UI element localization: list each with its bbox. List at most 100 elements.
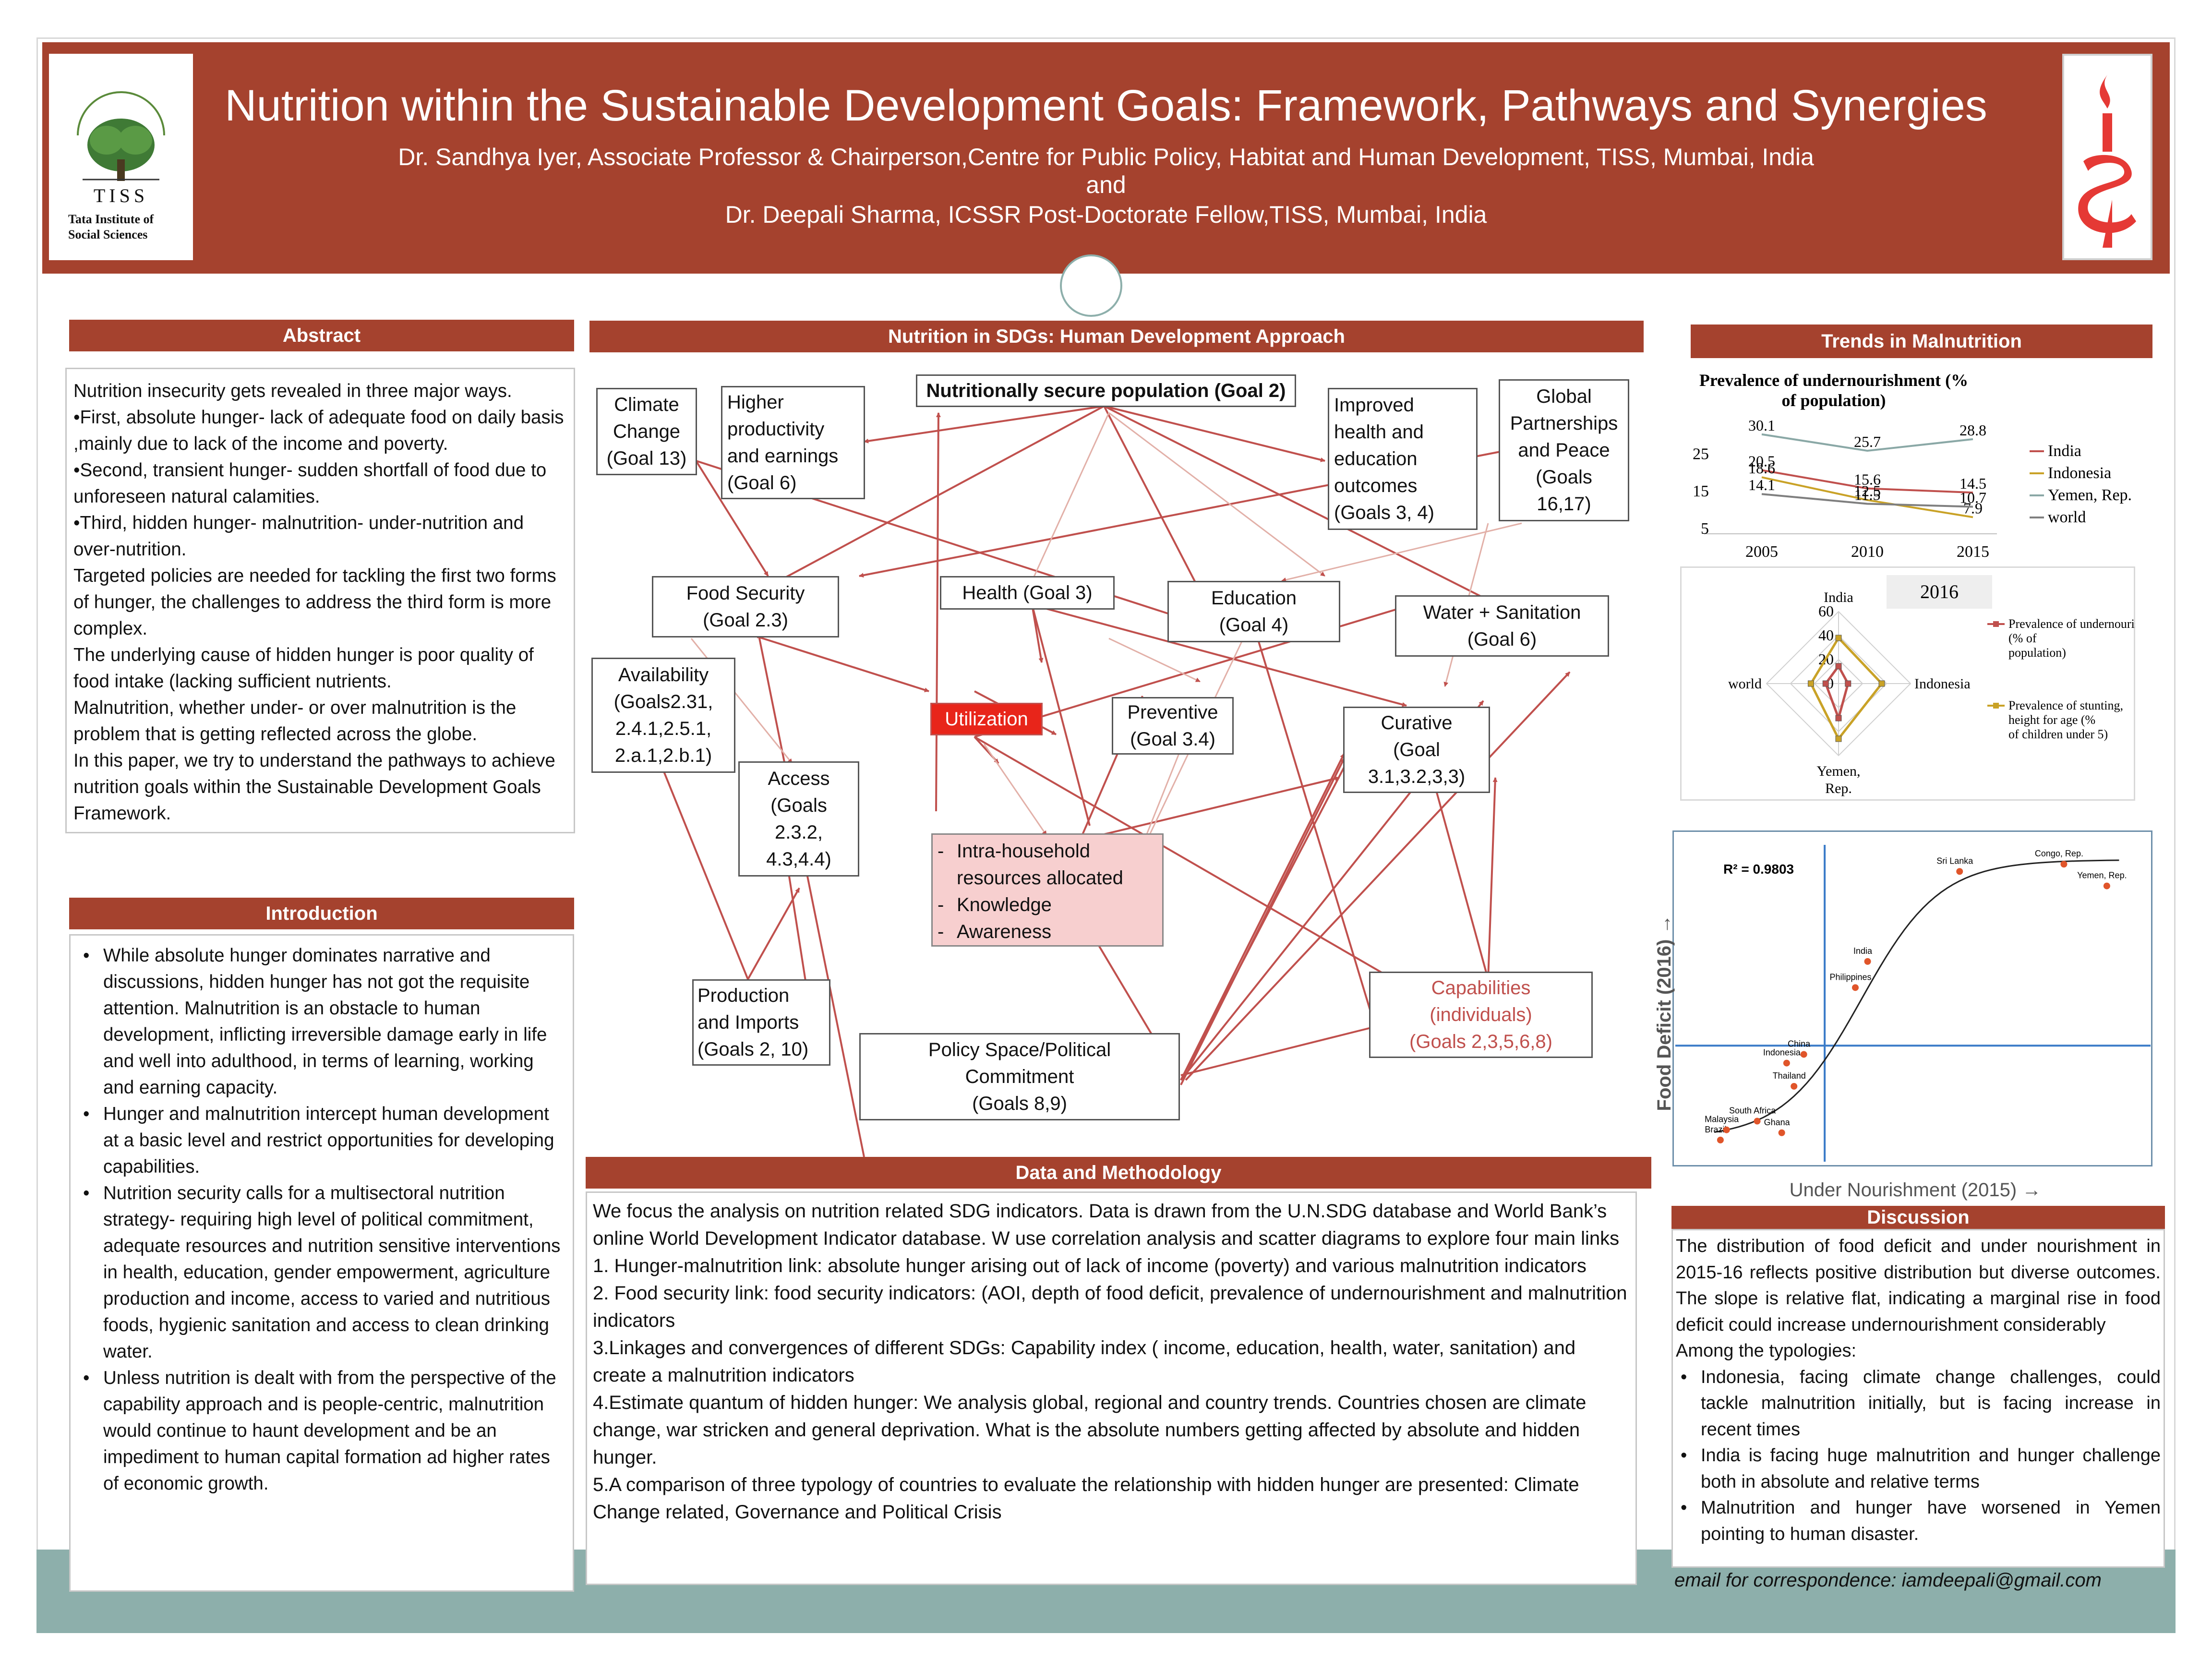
methodology-line: 3.Linkages and convergences of different… xyxy=(593,1337,1576,1386)
scatter-point xyxy=(2060,861,2068,868)
node-education: Education (Goal 4) xyxy=(1167,581,1340,642)
radar-point xyxy=(1835,715,1842,721)
scatter-point xyxy=(1791,1082,1798,1090)
node-curative: Curative (Goal 3.1,3.2,3,3) xyxy=(1343,707,1490,793)
point-label: Indonesia xyxy=(1763,1048,1801,1058)
decorative-circle xyxy=(1060,254,1122,317)
correspondence-email[interactable]: email for correspondence: iamdeepali@gma… xyxy=(1674,1570,2102,1591)
tiss-logo: TISS Tata Institute of Social Sciences xyxy=(49,54,193,260)
radar-point xyxy=(1845,680,1851,687)
x-axis-label: Under Nourishment (2015) → xyxy=(1790,1179,2042,1201)
point-label: Yemen, Rep. xyxy=(2077,871,2127,880)
chart-title: of population) xyxy=(1781,391,1886,410)
radar-chart: 20160204060IndiaIndonesiaYemen,Rep.world… xyxy=(1728,575,2135,796)
introduction-bullet: While absolute hunger dominates narrativ… xyxy=(78,942,565,1101)
node-preventive: Preventive (Goal 3.4) xyxy=(1112,697,1234,755)
node-climate-change: Climate Change (Goal 13) xyxy=(596,388,697,475)
trend-line xyxy=(1714,859,2119,1133)
node-production-imports: Production and Imports (Goals 2, 10) xyxy=(692,979,830,1066)
radar-title: 2016 xyxy=(1920,581,1959,602)
legend-label: of children under 5) xyxy=(2008,727,2108,741)
point-label: South Africa xyxy=(1729,1106,1776,1116)
tiss-tree-icon xyxy=(77,91,165,181)
scatter-point xyxy=(2103,882,2110,890)
scatter-point xyxy=(1778,1129,1785,1136)
scatter-point xyxy=(1864,958,1871,965)
series-line xyxy=(1761,493,1973,508)
author-1: Dr. Sandhya Iyer, Associate Professor & … xyxy=(398,144,1814,170)
discussion-heading: Discussion xyxy=(1671,1206,2165,1229)
data-label: 30.1 xyxy=(1748,417,1775,434)
legend-label: population) xyxy=(2008,646,2066,660)
legend-label: Prevalence of undernourishment xyxy=(2008,617,2135,631)
data-label: 12.5 xyxy=(1854,482,1881,500)
trends-heading: Trends in Malnutrition xyxy=(1691,325,2152,358)
y-tick-label: 25 xyxy=(1693,445,1709,463)
legend-label: Indonesia xyxy=(2048,464,2111,482)
scatter-point xyxy=(1852,984,1859,991)
r-squared-label: R² = 0.9803 xyxy=(1723,862,1794,877)
introduction-panel: While absolute hunger dominates narrativ… xyxy=(69,934,574,1592)
point-label: Ghana xyxy=(1764,1118,1791,1127)
data-label: 14.5 xyxy=(1960,475,1986,492)
abstract-line: Malnutrition, whether under- or over mal… xyxy=(73,697,517,745)
methodology-line: 4.Estimate quantum of hidden hunger: We … xyxy=(593,1392,1587,1468)
discussion-bullet: Malnutrition and hunger have worsened in… xyxy=(1676,1495,2161,1547)
radar-point xyxy=(1808,680,1814,687)
series-line xyxy=(1761,433,1973,452)
introduction-bullet: Hunger and malnutrition intercept human … xyxy=(78,1101,565,1180)
radar-point xyxy=(1835,663,1842,670)
radar-axis-label: Yemen, xyxy=(1816,763,1860,779)
y-tick-label: 5 xyxy=(1701,520,1709,538)
point-label: Malaysia xyxy=(1705,1115,1739,1124)
scatter-point xyxy=(1723,1126,1730,1133)
intra-item: -Knowledge xyxy=(938,894,1052,915)
node-availability: Availability (Goals2.31, 2.4.1,2.5.1, 2.… xyxy=(591,658,735,773)
chart-title: Prevalence of undernourishment (% xyxy=(1699,371,1968,390)
discussion-panel: The distribution of food deficit and und… xyxy=(1671,1229,2165,1568)
y-axis-label: Food Deficit (2016) → xyxy=(1654,915,1675,1111)
diagram-heading: Nutrition in SDGs: Human Development App… xyxy=(589,321,1644,352)
radar-axis-label: India xyxy=(1824,589,1853,605)
node-health: Health (Goal 3) xyxy=(940,576,1115,610)
introduction-bullet: Unless nutrition is dealt with from the … xyxy=(78,1365,565,1497)
methodology-line: 5.A comparison of three typology of coun… xyxy=(593,1474,1579,1523)
point-label: Thailand xyxy=(1773,1071,1806,1081)
node-food-security: Food Security (Goal 2.3) xyxy=(652,576,839,637)
introduction-bullet: Nutrition security calls for a multisect… xyxy=(78,1180,565,1365)
tiss-logo-line2: Social Sciences xyxy=(68,228,148,241)
series-line xyxy=(1761,476,1973,518)
abstract-line: •Third, hidden hunger- malnutrition- und… xyxy=(73,513,524,560)
data-label: 11.5 xyxy=(1854,486,1881,503)
scatter-point xyxy=(1956,868,1963,875)
abstract-line: The underlying cause of hidden hunger is… xyxy=(73,645,534,692)
node-nutritionally-secure: Nutritionally secure population (Goal 2) xyxy=(916,374,1296,407)
node-capabilities: Capabilities (individuals) (Goals 2,3,5,… xyxy=(1369,972,1593,1058)
abstract-heading: Abstract xyxy=(69,320,574,351)
discussion-bullet: Indonesia, facing climate change challen… xyxy=(1676,1364,2161,1443)
tiss-logo-acronym: TISS xyxy=(93,185,149,206)
point-label: Sri Lanka xyxy=(1936,856,1973,866)
scatter-point xyxy=(1754,1118,1761,1125)
legend-label: (% of xyxy=(2008,631,2037,645)
node-access: Access (Goals 2.3.2, 4.3,4.4) xyxy=(738,761,859,877)
node-intra-household: -Intra-household resources allocated -Kn… xyxy=(931,833,1164,947)
data-label: 14.1 xyxy=(1748,476,1775,493)
intra-item: -Intra-household resources allocated xyxy=(938,841,1123,889)
intra-item: -Awareness xyxy=(938,921,1052,942)
radar-point xyxy=(1878,680,1885,687)
introduction-heading: Introduction xyxy=(69,898,574,929)
data-label: 10.7 xyxy=(1960,489,1986,506)
legend-label: India xyxy=(2048,442,2081,460)
abstract-line: •First, absolute hunger- lack of adequat… xyxy=(73,407,564,454)
data-label: 15.6 xyxy=(1854,471,1881,488)
scatter-frame xyxy=(1672,830,2152,1166)
abstract-line: •Second, transient hunger- sudden shortf… xyxy=(73,460,547,507)
series-line xyxy=(1761,469,1973,494)
radar-axis-label: Rep. xyxy=(1825,781,1852,796)
radar-axis-label: Indonesia xyxy=(1914,676,1971,692)
node-utilization: Utilization xyxy=(930,703,1043,735)
scatter-point xyxy=(1717,1136,1724,1143)
methodology-line: We focus the analysis on nutrition relat… xyxy=(593,1201,1620,1249)
methodology-line: 1. Hunger-malnutrition link: absolute hu… xyxy=(593,1255,1587,1276)
